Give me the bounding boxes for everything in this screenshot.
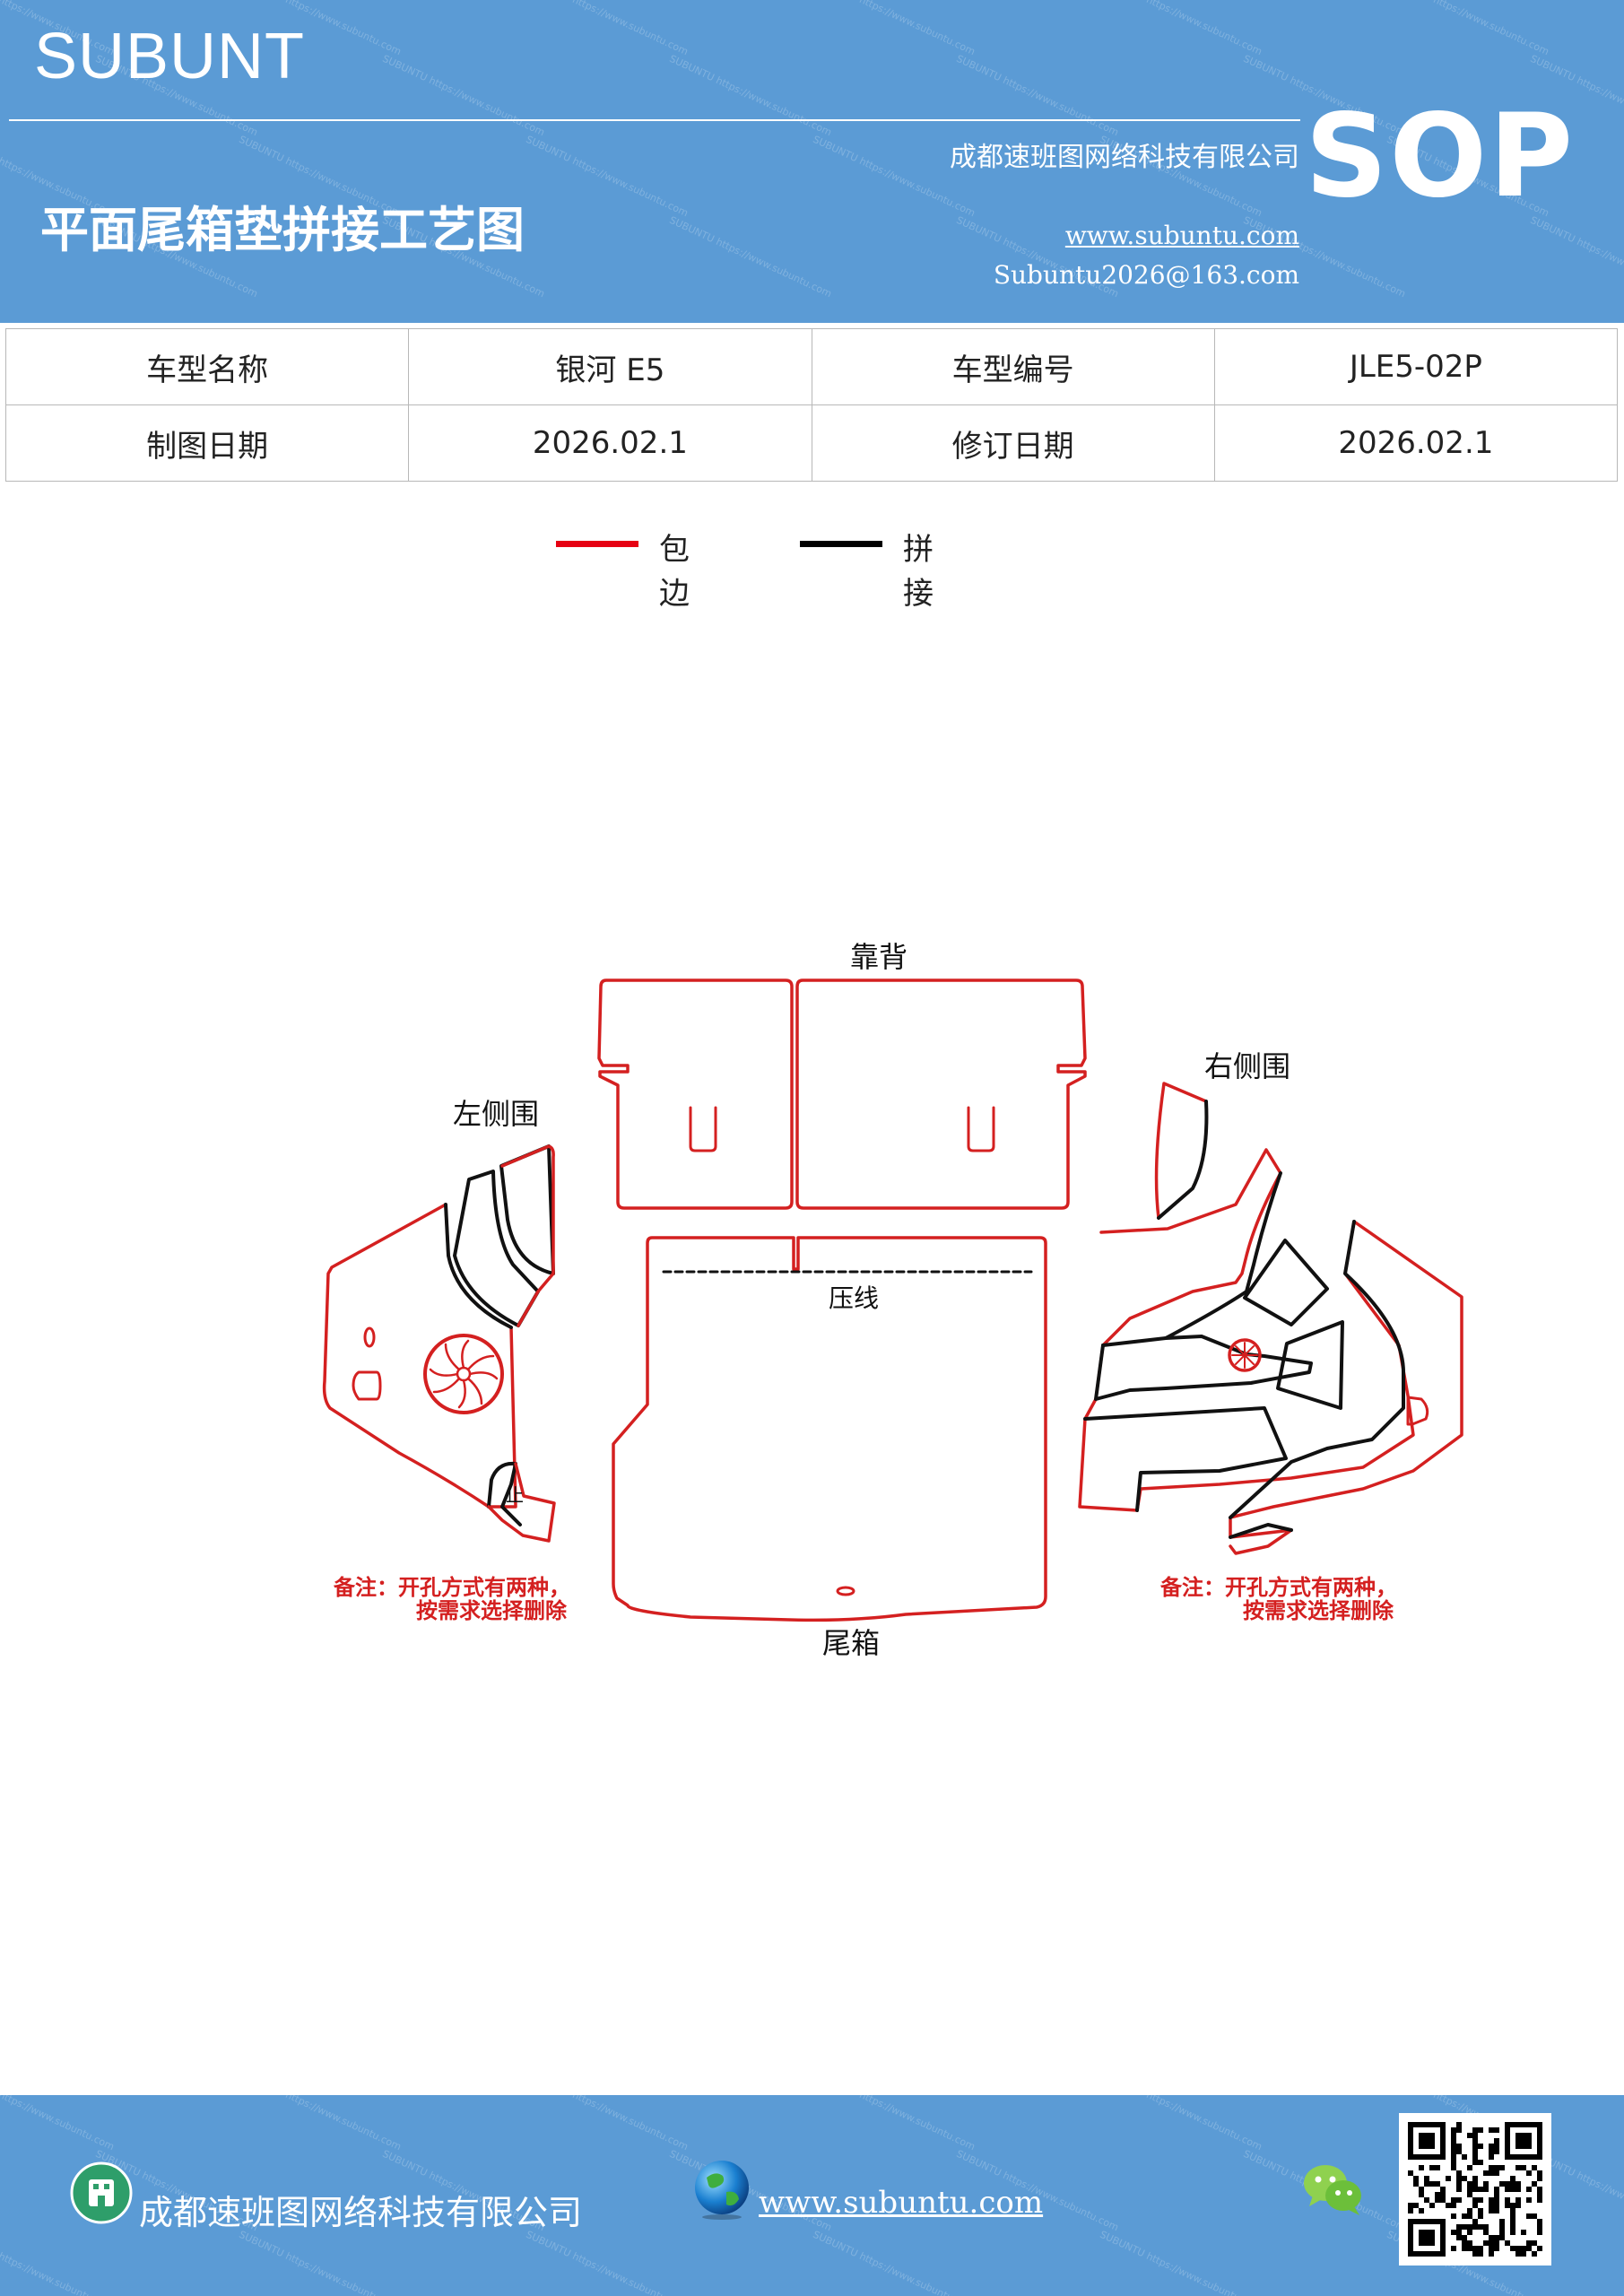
right-upper-strip	[1154, 1082, 1209, 1220]
left-upper-strip-inner	[499, 1144, 555, 1275]
watermark-text: SUBUNTU https://www.subuntu.com	[524, 133, 690, 220]
watermark-text: SUBUNTU https://www.subuntu.com	[667, 213, 834, 300]
watermark-text: SUBUNTU https://www.subuntu.com	[524, 0, 690, 58]
document-title: 平面尾箱垫拼接工艺图	[40, 202, 525, 258]
backrest-right-panel	[795, 978, 1087, 1210]
vehicle-info-table: 车型名称 银河 E5 车型编号 JLE5-02P 制图日期 2026.02.1 …	[4, 328, 1619, 482]
email-address: Subuntu2026@163.com	[993, 260, 1299, 290]
watermark-text: SUBUNTU https://www.subuntu.com	[1098, 2228, 1264, 2296]
left-side-seam	[444, 1203, 513, 1329]
right-seam-mid2	[1094, 1335, 1313, 1401]
watermark-text: SUBUNTU https://www.subuntu.com	[1098, 0, 1264, 58]
watermark-text: SUBUNTU https://www.subuntu.com	[0, 2095, 117, 2153]
header-divider	[9, 119, 1300, 121]
left-fan-icon	[429, 1339, 499, 1409]
label-right-side: 右侧围	[1204, 1049, 1290, 1083]
right-fan-icon	[1231, 1342, 1258, 1369]
sop-badge: SOP	[1305, 90, 1575, 223]
table-row: 制图日期 2026.02.1 修订日期 2026.02.1	[4, 404, 1619, 482]
watermark-text: SUBUNTU https://www.subuntu.com	[524, 2228, 690, 2296]
left-side-main	[322, 1203, 517, 1509]
watermark-text: SUBUNTU https://www.subuntu.com	[237, 2228, 404, 2296]
legend-edge-swatch	[556, 541, 638, 547]
label-left-side: 左侧围	[453, 1097, 539, 1131]
legend-seam-label: 拼接	[903, 532, 934, 612]
watermark-text: SUBUNTU https://www.subuntu.com	[0, 2229, 117, 2296]
value-revision-date: 2026.02.1	[1213, 404, 1619, 482]
left-fan-ring	[423, 1334, 504, 1414]
watermark-text: SUBUNTU https://www.subuntu.com	[667, 52, 834, 139]
left-lower-seam-piece	[487, 1461, 522, 1526]
globe-icon	[695, 2161, 749, 2220]
right-quad	[1276, 1320, 1344, 1410]
right-seam-middle	[1083, 1406, 1288, 1512]
table-row: 车型名称 银河 E5 车型编号 JLE5-02P	[4, 328, 1619, 405]
right-upper-strip-seam	[1157, 1100, 1209, 1220]
watermark-text: SUBUNTU https://www.subuntu.com	[1098, 2095, 1264, 2153]
note-right-line1: 备注：开孔方式有两种，	[1159, 1575, 1397, 1600]
qr-code-pattern	[1408, 2122, 1542, 2257]
label-crease: 压线	[829, 1283, 879, 1313]
watermark-text: SUBUNTU https://www.subuntu.com	[811, 2228, 977, 2296]
brand-name: SUBUNT	[34, 21, 306, 92]
backrest-left-slot	[689, 1106, 717, 1152]
legend-edge-label: 包边	[659, 532, 690, 612]
qr-code[interactable]	[1399, 2113, 1551, 2266]
label-trunk: 尾箱	[822, 1626, 880, 1660]
footer-website-link[interactable]: www.subuntu.com	[759, 2185, 1044, 2221]
label-backrest: 靠背	[850, 940, 908, 974]
left-clip-mark: 止	[506, 1484, 524, 1506]
right-fan-ring	[1228, 1338, 1262, 1372]
left-oval-hole	[363, 1326, 376, 1348]
note-left-line2: 按需求选择删除	[416, 1598, 568, 1623]
right-triangle-top	[1243, 1239, 1329, 1326]
label-model-name: 车型名称	[4, 328, 410, 405]
note-left-line1: 备注：开孔方式有两种，	[333, 1575, 570, 1600]
trunk-drain-hole	[836, 1586, 855, 1596]
backrest-right-slot	[967, 1106, 995, 1152]
building-icon	[70, 2161, 133, 2224]
watermark-text: SUBUNTU https://www.subuntu.com	[811, 2095, 977, 2153]
left-upper-strip-edge	[500, 1144, 555, 1327]
right-arc-seam	[1229, 1220, 1405, 1519]
watermark-text: SUBUNTU https://www.subuntu.com	[380, 52, 547, 139]
wechat-icon	[1304, 2165, 1361, 2215]
label-model-code: 车型编号	[811, 328, 1215, 405]
label-draw-date: 制图日期	[4, 404, 410, 482]
left-d-hole	[352, 1370, 382, 1401]
watermark-text: SUBUNTU https://www.subuntu.com	[237, 2095, 404, 2153]
note-right-line2: 按需求选择删除	[1243, 1598, 1394, 1623]
watermark-text: SUBUNTU https://www.subuntu.com	[811, 0, 977, 58]
right-seam-upper	[1101, 1171, 1282, 1347]
right-small-arc	[1229, 1523, 1293, 1539]
company-name: 成都速班图网络科技有限公司	[950, 142, 1299, 173]
left-upper-strip-outer	[453, 1170, 540, 1327]
backrest-left-panel	[597, 978, 794, 1210]
right-d-hole	[1406, 1396, 1429, 1426]
left-lower-clip	[487, 1462, 556, 1543]
legend-seam-swatch	[800, 541, 882, 547]
value-draw-date: 2026.02.1	[408, 404, 812, 482]
value-model-name: 银河 E5	[408, 328, 812, 405]
watermark-text: SUBUNTU https://www.subuntu.com	[954, 52, 1121, 139]
website-link[interactable]: www.subuntu.com	[1064, 221, 1299, 250]
right-main-panel	[1078, 1148, 1463, 1555]
footer-company-name: 成都速班图网络科技有限公司	[139, 2193, 583, 2232]
watermark-text: SUBUNTU https://www.subuntu.com	[1528, 213, 1624, 300]
label-revision-date: 修订日期	[811, 404, 1215, 482]
watermark-text: SUBUNTU https://www.subuntu.com	[1385, 0, 1551, 58]
watermark-text: SUBUNTU https://www.subuntu.com	[524, 2095, 690, 2153]
trunk-floor-panel	[612, 1236, 1047, 1622]
value-model-code: JLE5-02P	[1213, 328, 1619, 405]
